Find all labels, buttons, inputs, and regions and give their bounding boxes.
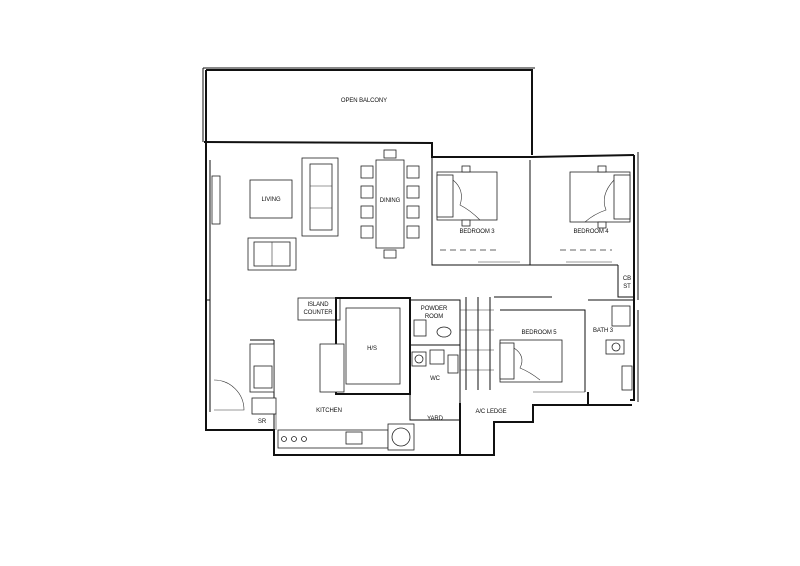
label-yard: YARD [427, 416, 444, 422]
dining-table [360, 149, 420, 259]
label-bedroom-4: BEDROOM 4 [573, 229, 609, 235]
room-labels: OPEN BALCONY LIVING DINING BEDROOM 3 BED… [258, 98, 631, 425]
label-cb: CB [623, 276, 631, 282]
label-open-balcony: OPEN BALCONY [341, 98, 387, 104]
label-sr: SR [258, 419, 267, 425]
powder-wc [410, 299, 461, 403]
kitchen-walls [206, 297, 411, 449]
label-bedroom-5: BEDROOM 5 [521, 330, 557, 336]
living-furniture [211, 157, 339, 271]
bed-bedroom-4 [569, 165, 631, 229]
label-ac-ledge: A/C LEDGE [475, 409, 506, 415]
label-kitchen: KITCHEN [316, 408, 342, 414]
label-dining: DINING [380, 198, 401, 204]
corridor [460, 297, 494, 390]
bath-3 [588, 299, 634, 391]
label-st: ST [623, 284, 631, 290]
bedroom-5 [494, 296, 586, 393]
balcony-walls [202, 67, 635, 158]
label-hs: H/S [367, 346, 377, 352]
label-living: LIVING [261, 197, 281, 203]
label-bath-3: BATH 3 [593, 328, 614, 334]
bed-bedroom-3 [436, 165, 498, 227]
label-bedroom-3: BEDROOM 3 [459, 229, 495, 235]
label-powder: POWDER [421, 306, 448, 312]
label-wc: WC [430, 376, 441, 382]
label-room: ROOM [425, 314, 443, 320]
label-island: ISLAND [307, 302, 329, 308]
bedroom-walls [431, 157, 634, 298]
label-counter: COUNTER [304, 310, 334, 316]
yard-fixtures [387, 394, 461, 451]
